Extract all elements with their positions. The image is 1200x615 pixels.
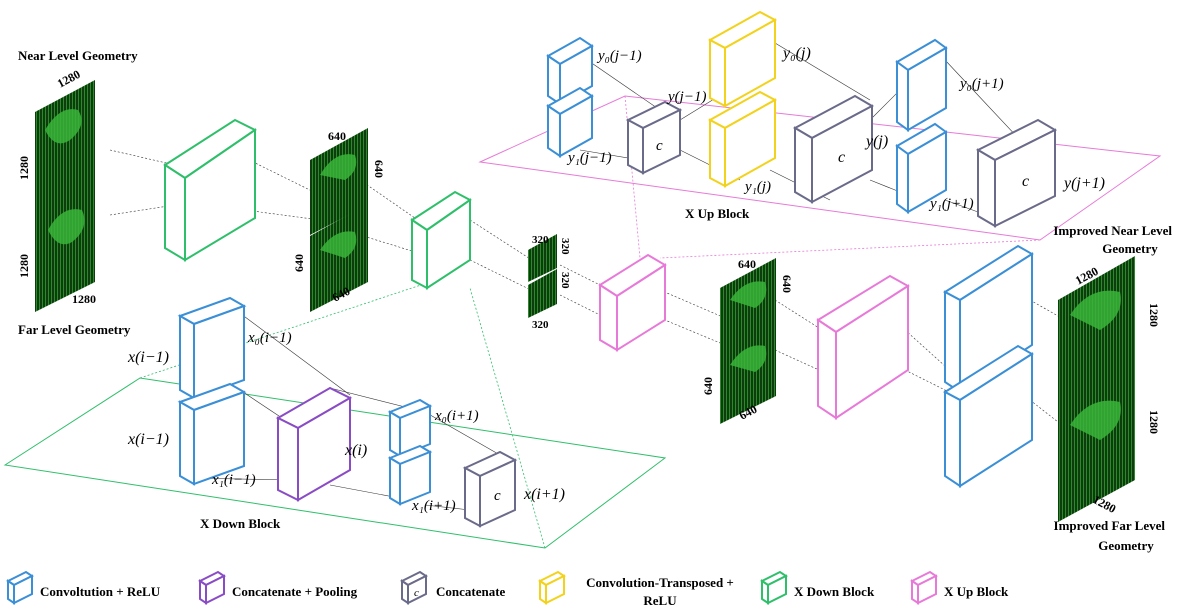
out-near-side: 1280 xyxy=(1147,303,1161,327)
legend-concat-icon xyxy=(400,570,428,605)
fmap-320-b xyxy=(528,269,557,318)
down-conv-top xyxy=(177,296,247,400)
fmap-640-b xyxy=(310,204,368,312)
legend-conv-icon xyxy=(6,570,34,605)
fmap-320-b-side: 320 xyxy=(559,272,571,289)
near-side-size: 1280 xyxy=(17,156,31,180)
up-concat-2-symbol: c xyxy=(838,149,845,166)
up-conv-next-top xyxy=(895,38,948,132)
x-down-plane xyxy=(3,377,667,549)
legend-down-label: X Down Block xyxy=(794,584,875,599)
out-far-title-1: Improved Far Level xyxy=(1054,518,1166,533)
legend-transposed-label-1: Convolution-Transposed + xyxy=(586,575,734,590)
down-concat-symbol: c xyxy=(494,488,501,504)
up-y0-prev: y₀(j−1) xyxy=(596,48,642,64)
up-conv-bottom xyxy=(546,86,594,158)
out-near-title-2: Geometry xyxy=(1102,241,1158,256)
fmap-640-a-top: 640 xyxy=(328,129,346,143)
fmap-640-d-side: 640 xyxy=(701,377,715,395)
far-side-size: 1280 xyxy=(17,254,31,278)
legend-pool-icon xyxy=(198,570,226,605)
near-title: Near Level Geometry xyxy=(18,48,138,63)
up-y0-next: y₀(j+1) xyxy=(958,76,1004,92)
up-y1-next: y₁(j+1) xyxy=(928,196,974,212)
up-concat-3 xyxy=(975,118,1058,228)
up-concat-1 xyxy=(625,100,683,175)
final-conv-1 xyxy=(943,244,1034,394)
down-x1-prev: x₁(i−1) xyxy=(211,472,256,488)
legend-up-label: X Up Block xyxy=(944,584,1009,599)
down-x0-next: x₀(i+1) xyxy=(434,408,479,424)
up-y-j: y(j) xyxy=(864,133,888,150)
near-input-image xyxy=(35,80,95,215)
fmap-640-c-top: 640 xyxy=(738,257,756,271)
up-conv-next-bottom xyxy=(895,122,948,214)
up-concat-3-symbol: c xyxy=(1022,173,1029,190)
pipeline-x-up-2 xyxy=(816,274,910,420)
fmap-320-a-top: 320 xyxy=(532,234,549,246)
fmap-320-a xyxy=(528,234,557,282)
legend: Convoltution + ReLU Concatenate + Poolin… xyxy=(6,570,1009,608)
pipeline-x-down-2 xyxy=(410,190,472,290)
pipeline-x-up-1 xyxy=(598,253,667,352)
legend-concat-label: Concatenate xyxy=(436,584,506,599)
far-output-image xyxy=(1058,366,1135,522)
down-x-i: x(i) xyxy=(344,442,367,459)
up-y-prev: y(j−1) xyxy=(666,89,706,105)
far-title: Far Level Geometry xyxy=(18,322,131,337)
fmap-640-d xyxy=(720,322,776,424)
fmap-320-a-side: 320 xyxy=(559,238,571,255)
far-bottom-size: 1280 xyxy=(72,292,96,306)
down-block-title: X Down Block xyxy=(200,516,281,531)
out-near-title-1: Improved Near Level xyxy=(1053,223,1172,238)
out-far-title-2: Geometry xyxy=(1098,538,1154,553)
up-concat-2 xyxy=(792,94,875,204)
legend-up-icon xyxy=(910,570,938,605)
legend-conv-label: Convoltution + ReLU xyxy=(40,584,161,599)
down-conv-next-bottom xyxy=(387,444,433,506)
legend-transposed-icon xyxy=(538,570,566,605)
down-x0-prev: x₀(i−1) xyxy=(247,330,292,346)
up-y0-j: y₀(j) xyxy=(781,45,811,62)
near-output-image xyxy=(1058,256,1135,412)
up-y-next: y(j+1) xyxy=(1062,175,1105,192)
legend-transposed-label-2: ReLU xyxy=(643,593,677,608)
fmap-320-b-bottom: 320 xyxy=(532,319,549,331)
up-y1-j: y₁(j) xyxy=(743,179,771,195)
far-input-image xyxy=(35,176,95,312)
pipeline-x-down-1 xyxy=(163,118,257,262)
fmap-640-b-side: 640 xyxy=(292,254,306,272)
up-y1-prev: y₁(j−1) xyxy=(566,150,612,166)
up-concat-1-symbol: c xyxy=(656,138,663,154)
down-x-prev-top: x(i−1) xyxy=(127,349,169,366)
legend-pool-label: Concatenate + Pooling xyxy=(232,584,358,599)
up-conv-top xyxy=(546,36,594,106)
down-conv-bottom xyxy=(177,382,247,486)
fmap-640-a-side: 640 xyxy=(372,160,386,178)
fmap-640-a xyxy=(310,128,368,235)
out-far-bottom: 1280 xyxy=(1091,492,1119,516)
down-x-next: x(i+1) xyxy=(523,486,565,503)
down-x-prev-bottom: x(i−1) xyxy=(127,431,169,448)
up-block-title: X Up Block xyxy=(685,206,750,221)
down-concat xyxy=(462,450,518,528)
down-x1-next: x₁(i+1) xyxy=(411,498,456,514)
legend-down-icon xyxy=(760,570,788,605)
up-transposed-top xyxy=(707,10,778,108)
out-far-side: 1280 xyxy=(1147,410,1161,434)
down-concat-pool xyxy=(275,386,353,502)
final-conv-2 xyxy=(943,344,1034,488)
fmap-640-c-side: 640 xyxy=(780,275,794,293)
up-transposed-bottom xyxy=(707,90,778,188)
legend-concat-symbol: c xyxy=(414,587,419,599)
near-top-size: 1280 xyxy=(55,67,83,91)
